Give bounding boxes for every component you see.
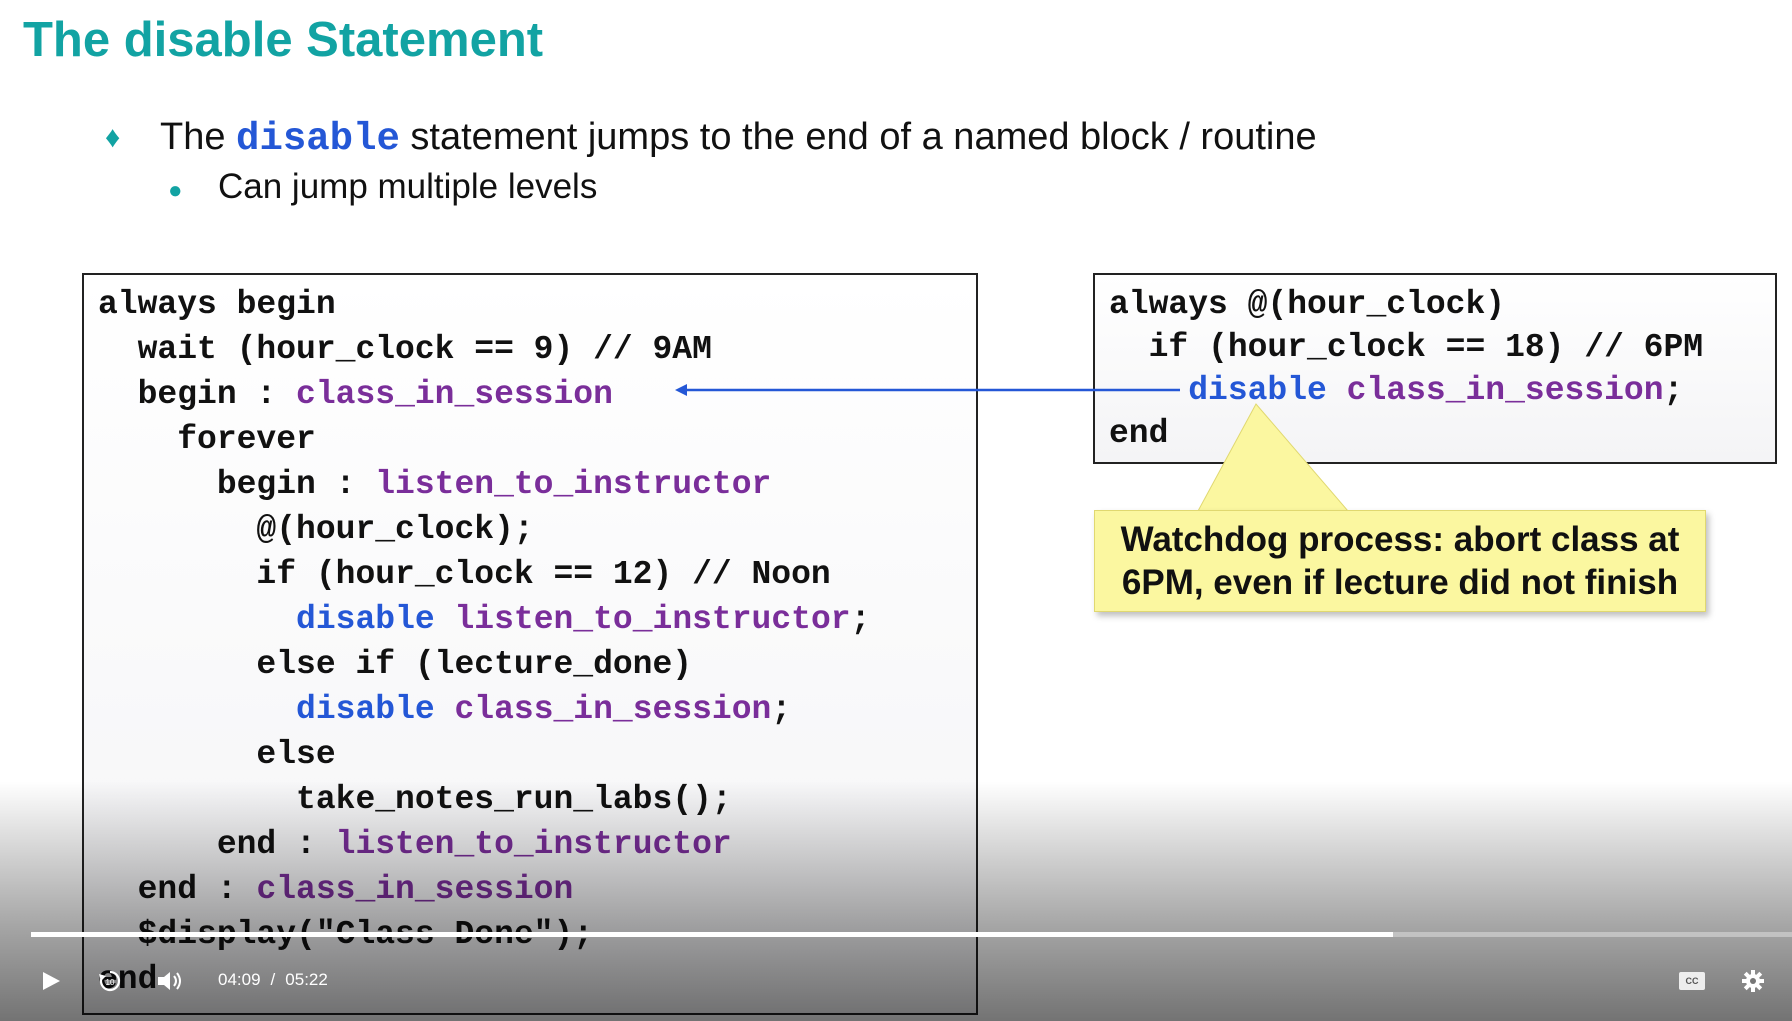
code-text: ; [850,601,871,638]
rewind-10-icon: 10 [99,970,121,992]
code-line: end [1109,414,1168,454]
code-text [98,601,296,638]
code-block-name: class_in_session [454,691,772,728]
bullet-sub-text: Can jump multiple levels [218,167,598,206]
settings-button[interactable] [1738,966,1768,996]
code-text: end : [98,826,336,863]
code-block-name: class_in_session [1346,372,1664,409]
code-text: begin : [98,376,297,413]
code-text [435,601,455,638]
code-text [1327,372,1347,409]
slide-title: The disable Statement [23,13,544,67]
progress-bar[interactable] [31,932,1792,937]
code-text: forever [98,421,316,458]
bullet-main-text: The disable statement jumps to the end o… [160,116,1317,161]
code-block-main: always begin wait (hour_clock == 9) // 9… [82,273,978,1015]
code-line: always @(hour_clock) [1109,285,1505,325]
dot-bullet-icon: ● [168,177,183,204]
callout-line-2: 6PM, even if lecture did not finish [1121,563,1679,602]
rewind-button[interactable]: 10 [95,966,125,996]
code-block-watchdog: always @(hour_clock) if (hour_clock == 1… [1093,273,1777,464]
bullet-main: ♦ The disable statement jumps to the end… [105,116,1317,161]
code-line: else if (lecture_done) [98,645,692,685]
code-text: ; [771,691,792,728]
svg-text:10: 10 [106,978,115,987]
duration: 05:22 [285,970,328,989]
bullet-main-suffix: statement jumps to the end of a named bl… [399,116,1317,158]
code-block-name: listen_to_instructor [335,826,732,863]
code-text: end : [98,871,257,908]
cc-label: CC [1685,976,1699,986]
code-line: forever [98,420,316,460]
code-line: disable class_in_session; [1109,371,1683,411]
play-icon [43,972,60,990]
callout-line-1: Watchdog process: abort class at [1120,520,1680,559]
code-line: disable class_in_session; [98,690,791,730]
captions-button[interactable]: CC [1677,968,1707,994]
code-line: else [98,735,336,775]
code-text [1109,372,1188,409]
code-line: @(hour_clock); [98,510,534,550]
callout-note: Watchdog process: abort class at 6PM, ev… [1094,510,1706,612]
code-text: else [98,736,336,773]
gear-icon [1742,970,1764,992]
code-text: take_notes_run_labs(); [98,781,732,818]
code-block-name: class_in_session [256,871,574,908]
code-text: begin : [98,466,376,503]
cc-icon: CC [1679,972,1705,990]
bullet-sub: ● Can jump multiple levels [168,167,597,207]
code-line: end : class_in_session [98,870,574,910]
code-keyword: disable [296,691,435,728]
code-block-name: listen_to_instructor [375,466,772,503]
code-line: if (hour_clock == 18) // 6PM [1109,328,1704,368]
code-text: always begin [98,286,336,323]
time-display: 04:09 / 05:22 [218,970,328,990]
code-text: always @(hour_clock) [1109,286,1506,323]
code-line: if (hour_clock == 12) // Noon [98,555,831,595]
bullet-main-keyword: disable [236,117,400,161]
code-text [435,691,455,728]
code-text [98,691,296,728]
code-line: begin : class_in_session [98,375,613,415]
diamond-bullet-icon: ♦ [105,121,121,154]
time-separator: / [270,970,276,989]
code-text: wait (hour_clock == 9) // 9AM [98,331,712,368]
code-keyword: disable [1188,372,1327,409]
code-block-name: listen_to_instructor [454,601,851,638]
code-block-name: class_in_session [296,376,613,413]
code-text: end [1109,415,1169,452]
code-text: else if (lecture_done) [98,646,693,683]
code-line: end : listen_to_instructor [98,825,732,865]
code-text: if (hour_clock == 18) // 6PM [1109,329,1704,366]
code-text: if (hour_clock == 12) // Noon [98,556,831,593]
code-line: always begin [98,285,336,325]
bullet-main-prefix: The [160,116,237,158]
code-text: @(hour_clock); [98,511,534,548]
current-time: 04:09 [218,970,261,989]
code-line: wait (hour_clock == 9) // 9AM [98,330,712,370]
volume-button[interactable] [154,966,186,996]
code-line: disable listen_to_instructor; [98,600,870,640]
code-line: take_notes_run_labs(); [98,780,732,820]
volume-icon [158,972,181,990]
code-line: begin : listen_to_instructor [98,465,772,505]
code-text: ; [1663,372,1684,409]
play-button[interactable] [36,966,66,996]
progress-fill [31,932,1393,937]
code-keyword: disable [296,601,435,638]
